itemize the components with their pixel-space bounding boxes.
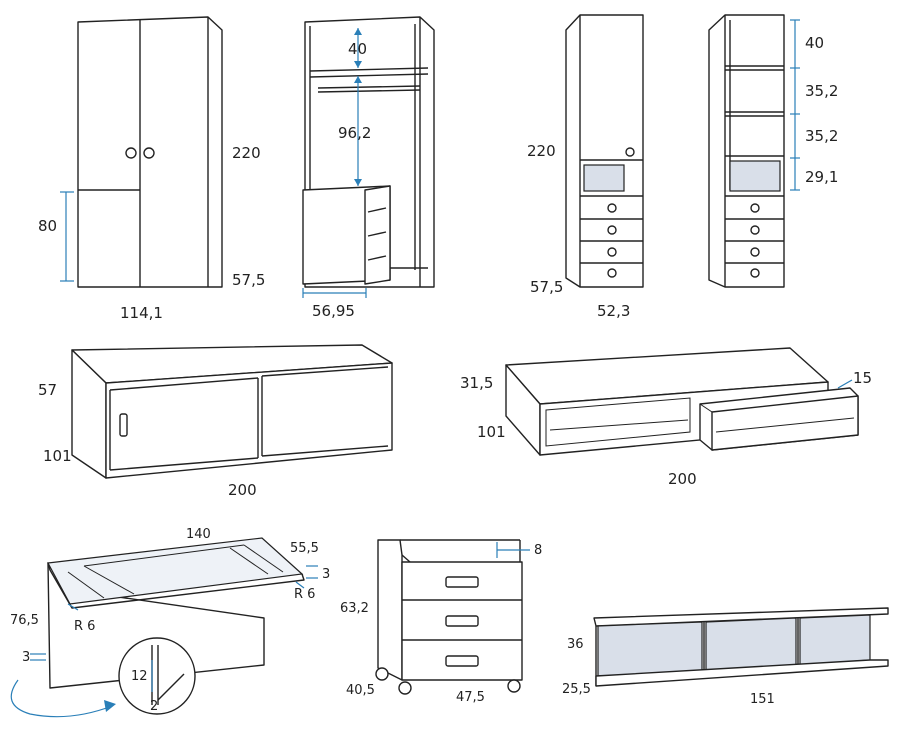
wardrobe-open-top-shelf-label: 40 [348, 40, 367, 58]
wall-shelf-depth-label: 25,5 [562, 682, 591, 697]
tall-cabinet-closed-width-label: 52,3 [597, 302, 630, 320]
desk-radius-left-label: R 6 [74, 619, 95, 634]
desk-radius-right-label: R 6 [294, 587, 315, 602]
desk-top-thickness-label: 3 [322, 567, 330, 582]
pedestal-top-lip-label: 8 [534, 543, 542, 558]
wardrobe-closed-height-label: 220 [232, 144, 261, 162]
desk-detail-gap-label: 12 [131, 669, 148, 684]
wall-shelf: 36 25,5 151 [562, 607, 889, 707]
trundle-bed: 31,5 101 15 200 [460, 347, 872, 488]
wardrobe-open-drawer-depth-label: 56,95 [312, 302, 355, 320]
sliding-bed-height-label: 57 [38, 381, 57, 399]
desk-detail-thickness-label: 2 [150, 699, 158, 714]
wardrobe-open-hanging-label: 96,2 [338, 124, 371, 142]
sliding-bed: 57 101 200 [38, 344, 393, 499]
pedestal-width-label: 47,5 [456, 690, 485, 705]
tall-cabinet-open: 40 35,2 35,2 29,1 [708, 14, 838, 288]
sliding-bed-length-label: 200 [228, 481, 257, 499]
wall-shelf-height-label: 36 [567, 637, 584, 652]
desk-height-label: 76,5 [10, 613, 39, 628]
wardrobe-closed-width-label: 114,1 [120, 304, 163, 322]
wardrobe-closed-depth-label: 57,5 [232, 271, 265, 289]
trundle-bed-depth-label: 101 [477, 423, 506, 441]
wardrobe-closed-lower-panel-label: 80 [38, 217, 57, 235]
wall-shelf-width-label: 151 [750, 692, 775, 707]
desk-leg-thickness-label: 3 [22, 650, 30, 665]
sliding-bed-depth-label: 101 [43, 447, 72, 465]
tall-cabinet-closed: 220 57,5 52,3 [527, 14, 644, 320]
pedestal-depth-label: 40,5 [346, 683, 375, 698]
trundle-bed-length-label: 200 [668, 470, 697, 488]
tall-cabinet-open-shelf-3-label: 35,2 [805, 127, 838, 145]
tall-cabinet-open-shelf-2-label: 35,2 [805, 82, 838, 100]
glass-desk: 140 55,5 3 R 6 R 6 76,5 3 12 2 [10, 527, 330, 718]
tall-cabinet-open-niche-label: 29,1 [805, 168, 838, 186]
wardrobe-open: 40 96,2 56,95 [302, 16, 435, 320]
tall-cabinet-open-shelf-1-label: 40 [805, 34, 824, 52]
tall-cabinet-closed-height-label: 220 [527, 142, 556, 160]
tall-cabinet-closed-depth-label: 57,5 [530, 278, 563, 296]
trundle-bed-height-label: 31,5 [460, 374, 493, 392]
wardrobe-closed: 80 220 57,5 114,1 [38, 16, 265, 322]
rolling-pedestal: 8 63,2 40,5 47,5 [340, 539, 542, 705]
desk-length-label: 140 [186, 527, 211, 542]
trundle-bed-drawer-height-label: 15 [853, 369, 872, 387]
desk-depth-label: 55,5 [290, 541, 319, 556]
pedestal-height-label: 63,2 [340, 601, 369, 616]
